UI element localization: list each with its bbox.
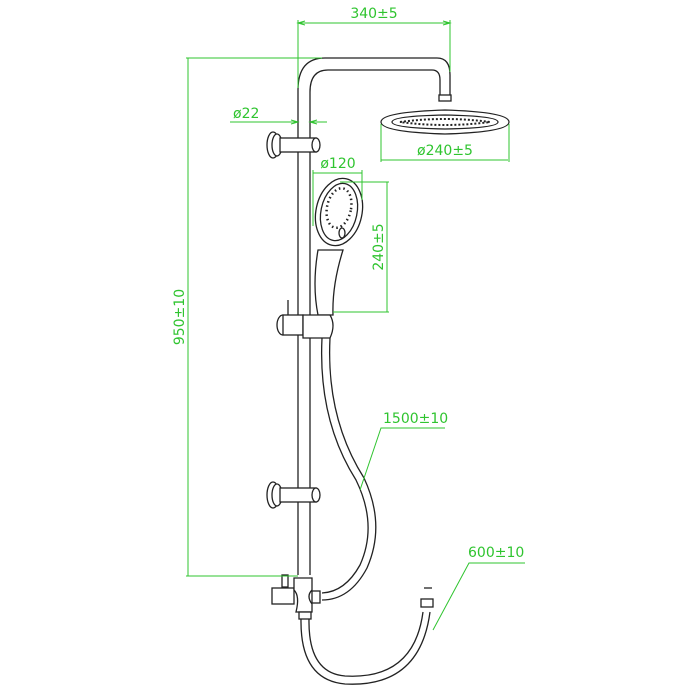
inlet-hose <box>300 587 434 685</box>
hand-shower <box>314 177 364 316</box>
slider-holder <box>276 300 334 339</box>
dimension-hand-length: 240±5 <box>333 181 389 313</box>
wall-bracket-top <box>266 131 321 159</box>
label-arm-length: 340±5 <box>350 6 397 22</box>
label-head-diameter: ø240±5 <box>417 143 473 159</box>
label-height: 950±10 <box>172 289 188 345</box>
wall-bracket-bottom <box>266 481 321 509</box>
label-inlet-hose-length: 600±10 <box>468 545 524 561</box>
label-hand-length: 240±5 <box>371 223 387 270</box>
shower-rail <box>297 57 452 575</box>
dimension-hose-length: 1500±10 <box>359 411 448 491</box>
overhead-shower-head <box>380 109 510 135</box>
dimension-inlet-hose-length: 600±10 <box>432 545 525 631</box>
dimension-arm-length: 340±5 <box>296 6 452 88</box>
label-hose-length: 1500±10 <box>383 411 448 427</box>
dimension-height: 950±10 <box>172 57 322 577</box>
label-hand-diameter: ø120 <box>320 156 355 172</box>
dimension-rail-diameter: ø22 <box>230 106 327 125</box>
label-rail-diameter: ø22 <box>233 106 259 122</box>
dimension-head-diameter: ø240±5 <box>380 124 510 162</box>
hand-hose <box>320 337 377 601</box>
dimension-hand-diameter: ø120 <box>312 156 363 226</box>
diverter <box>271 574 321 620</box>
